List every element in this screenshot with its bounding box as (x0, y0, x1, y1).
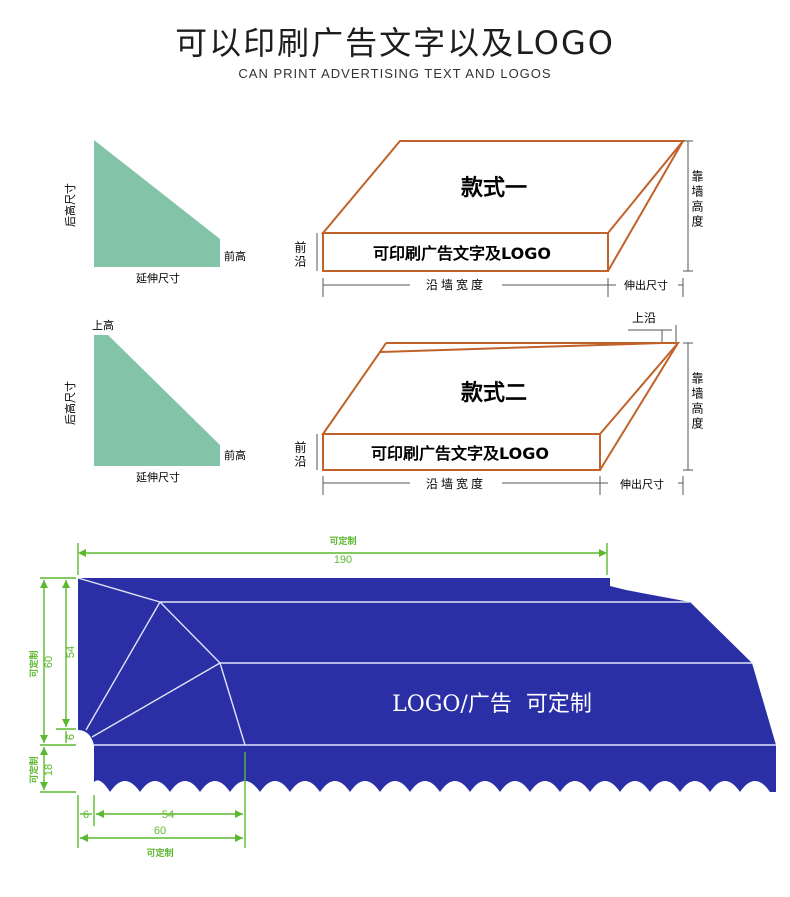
style-2-wall-height-label: 靠墙高度 (690, 372, 704, 432)
dim-height-total: 60 (43, 656, 55, 668)
style-2-extension-label: 伸出尺寸 (620, 477, 664, 491)
dim-custom-top: 可定制 (329, 535, 356, 547)
style-2-front-edge-label: 前沿 (293, 440, 307, 469)
dim-custom-bottom: 可定制 (146, 847, 173, 859)
blue-awning (77, 577, 776, 792)
style-2-banner-text: 可印刷广告文字及LOGO (371, 444, 549, 463)
awning-text: LOGO/广告 可定制 (392, 692, 592, 717)
style-1-extension-label: 伸出尺寸 (624, 278, 668, 292)
dim-bottom-total: 60 (154, 825, 166, 837)
style-1-banner-text: 可印刷广告文字及LOGO (373, 244, 551, 263)
dim-top-value: 190 (334, 554, 352, 566)
dim-height-slope: 54 (65, 646, 77, 658)
page-title: 可以印刷广告文字以及LOGO (175, 24, 615, 62)
dim-custom-valance: 可定制 (28, 756, 40, 783)
style-1-name: 款式一 (461, 175, 527, 201)
awning-dimensions (40, 543, 608, 848)
dim-height-gap: 6 (65, 734, 77, 740)
dim-bottom-slope: 54 (162, 809, 174, 821)
dim-bottom-gap: 6 (83, 809, 89, 821)
style-1-wall-width-label: 沿墙宽度 (426, 277, 486, 292)
profile-2-bottom-label: 延伸尺寸 (136, 470, 180, 484)
profile-2-front-label: 前高 (224, 448, 246, 462)
profile-2-top-label: 上高 (92, 318, 114, 332)
style-1-front-face (322, 232, 609, 272)
style-1-dimensions (316, 140, 693, 297)
style-2-front-face (322, 433, 601, 471)
page-subtitle: CAN PRINT ADVERTISING TEXT AND LOGOS (238, 66, 552, 81)
style-2-top-edge-label: 上沿 (632, 311, 656, 325)
style-1-front-edge-label: 前沿 (293, 240, 307, 269)
profile-2-side-label: 后高尺寸 (63, 381, 77, 425)
dim-valance: 18 (43, 764, 55, 776)
style-2-wall-width-label: 沿墙宽度 (426, 476, 486, 491)
style-1-wall-height-label: 靠墙高度 (690, 170, 704, 230)
style-2-awning (321, 342, 681, 471)
profile-1: 后高尺寸 延伸尺寸 前高 (63, 140, 246, 285)
profile-1-bottom-label: 延伸尺寸 (136, 271, 180, 285)
dim-custom-left: 可定制 (28, 650, 40, 677)
profile-1-side-label: 后高尺寸 (63, 183, 77, 227)
style-2-name: 款式二 (461, 380, 527, 406)
awning-fabric (78, 578, 776, 792)
profile-1-front-label: 前高 (224, 249, 246, 263)
profile-1-shape (94, 140, 220, 267)
profile-2: 上高 后高尺寸 延伸尺寸 前高 (63, 318, 246, 484)
profile-2-shape (94, 335, 220, 466)
